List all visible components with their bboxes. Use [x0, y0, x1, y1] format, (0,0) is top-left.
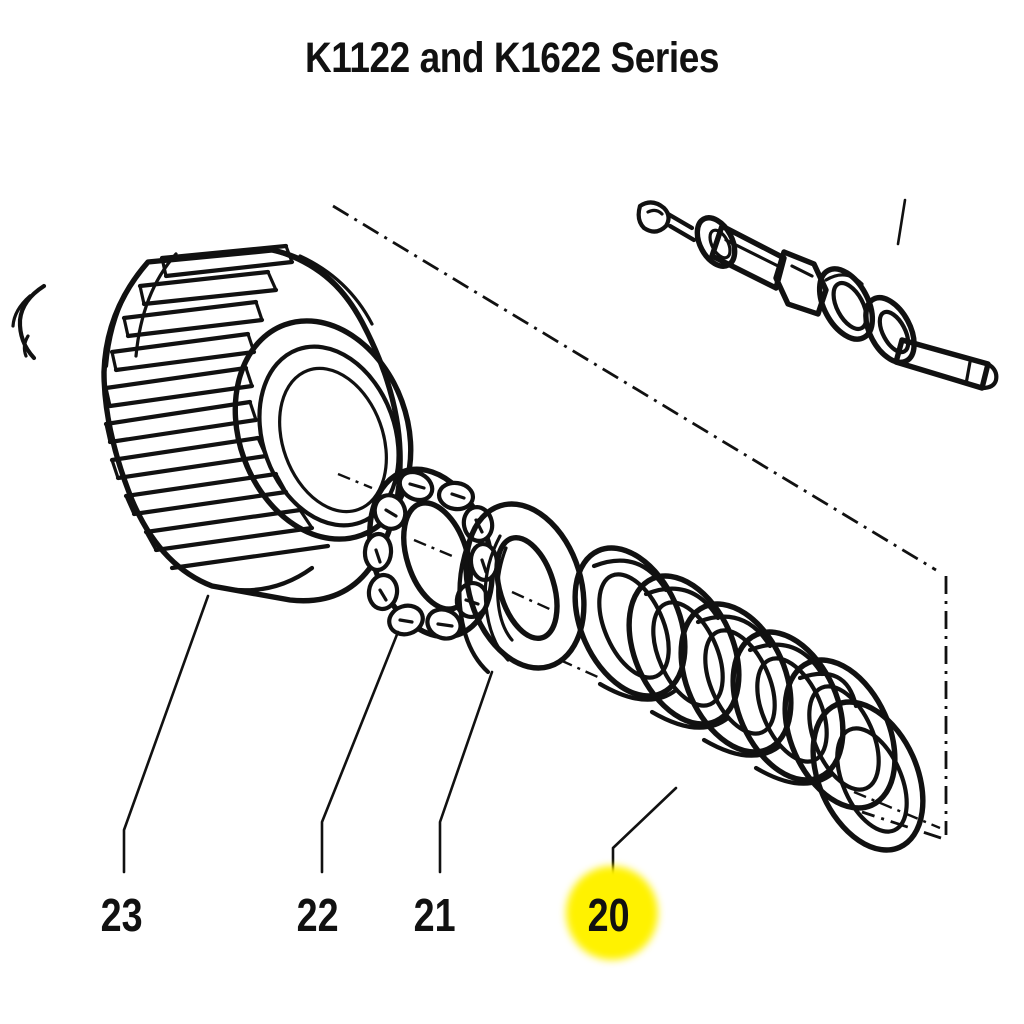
callout-leader-lines: [122, 594, 678, 890]
part-coil-spring: [572, 545, 941, 853]
part-ball-bearing: [362, 466, 500, 641]
callout-number-22[interactable]: 22: [296, 889, 339, 941]
part-armature-housing: [101, 243, 414, 604]
assembly-centerline-ticks: [337, 472, 601, 680]
phantom-boundary-lines: [332, 204, 948, 840]
callout-number-23[interactable]: 23: [100, 889, 143, 941]
highlight-blob-20: [566, 866, 658, 960]
shaft-assembly: [636, 198, 999, 391]
part-washer: [457, 501, 587, 675]
callout-number-21[interactable]: 21: [413, 889, 456, 941]
callout-number-20[interactable]: 20: [587, 889, 630, 941]
spring-coil: [810, 699, 926, 853]
adjacent-part-fragment: [11, 283, 47, 361]
page-title: K1122 and K1622 Series: [304, 34, 720, 82]
